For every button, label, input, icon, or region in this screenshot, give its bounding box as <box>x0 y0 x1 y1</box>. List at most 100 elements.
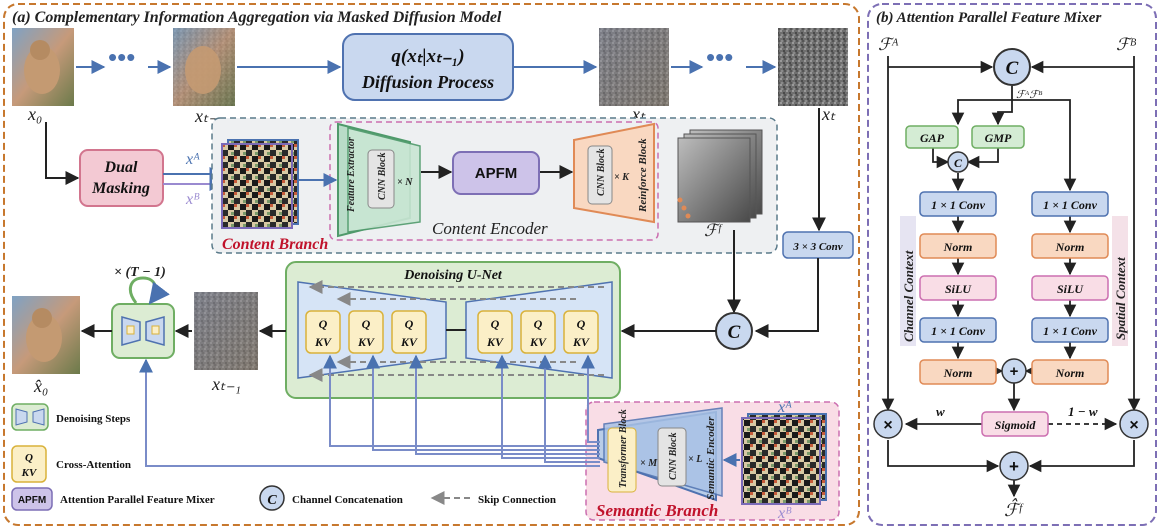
multiply-left-node: × <box>873 409 903 439</box>
times-m: × M <box>640 458 658 469</box>
apfm-label: APFM <box>475 165 518 182</box>
svg-text:Norm: Norm <box>1055 366 1085 380</box>
rb-cnn-label: CNN Block <box>596 149 607 197</box>
feature-output-stack <box>677 129 763 223</box>
semantic-encoder-label: Semantic Encoder <box>705 416 717 500</box>
qkv-block-1: Q KV <box>305 310 341 354</box>
svg-text:1 × 1 Conv: 1 × 1 Conv <box>931 324 986 338</box>
sem-label-xA: xᴬ <box>777 399 792 416</box>
mixer-fafb-label: ℱᴬℱᴮ <box>1016 89 1043 101</box>
semantic-masked-stack <box>741 413 827 505</box>
feature-out-label: ℱᶠ <box>704 221 723 240</box>
qkv-block-2: Q KV <box>348 310 384 354</box>
svg-text:1 × 1 Conv: 1 × 1 Conv <box>1043 198 1098 212</box>
image-x0 <box>12 28 74 106</box>
mixer-lines <box>881 56 1141 498</box>
image-x0-hat <box>12 296 80 374</box>
gap-box: GAP <box>905 125 959 149</box>
concat-symbol: C <box>728 322 741 343</box>
content-encoder-label: Content Encoder <box>432 219 548 238</box>
final-plus-node: + <box>999 451 1029 481</box>
mixer-concat-node: C <box>993 48 1031 86</box>
qkv-block-3: Q KV <box>391 310 427 354</box>
spatial-norm1: Norm <box>1031 233 1109 259</box>
diffusion-process-label: Diffusion Process <box>361 72 494 92</box>
legend-denoising-label: Denoising Steps <box>56 413 131 425</box>
label-xB: xᴮ <box>185 191 200 208</box>
svg-text:1 × 1 Conv: 1 × 1 Conv <box>1043 324 1098 338</box>
sem-cnn-label: CNN Block <box>668 433 679 481</box>
label-xA: xᴬ <box>185 151 200 168</box>
dual-masking-line2: Masking <box>91 180 150 197</box>
svg-text:SiLU: SiLU <box>945 282 972 296</box>
channel-silu: SiLU <box>919 275 997 301</box>
qkv-block-4: Q KV <box>477 310 513 354</box>
channel-conv2: 1 × 1 Conv <box>919 317 997 343</box>
feature-extractor: Feature Extractor CNN Block × N <box>337 122 421 238</box>
gmp-box: GMP <box>971 125 1025 149</box>
image-xT1 <box>194 292 258 370</box>
diffusion-process-box: q(xₜ|xₜ₋₁) Diffusion Process <box>342 33 514 101</box>
apfm-box: APFM <box>452 151 540 195</box>
svg-text:×: × <box>1129 417 1138 434</box>
semantic-branch-label: Semantic Branch <box>596 501 718 520</box>
spatial-context-bg <box>1112 216 1128 346</box>
svg-text:Q: Q <box>25 452 33 464</box>
weight-w: w <box>936 404 945 419</box>
conv3x3-box: 3 × 3 Conv <box>782 231 854 259</box>
legend-concat: C Channel Concatenation <box>259 485 403 511</box>
rb-times-k: × K <box>614 172 630 183</box>
multiply-right-node: × <box>1119 409 1149 439</box>
qkv-block-6: Q KV <box>563 310 599 354</box>
svg-text:Q: Q <box>534 317 543 331</box>
label-x0-hat: x̂₀ <box>33 376 48 396</box>
svg-text:GMP: GMP <box>985 131 1012 145</box>
legend-cross-attention: Q KV Cross-Attention <box>11 445 131 483</box>
mixer-plus-node: + <box>1001 358 1027 384</box>
svg-text:KV: KV <box>400 335 418 349</box>
label-xT: xₜ <box>821 104 836 124</box>
arrow-conv-concat <box>754 258 819 338</box>
legend-cross-attention-label: Cross-Attention <box>56 459 131 471</box>
svg-text:KV: KV <box>572 335 590 349</box>
svg-text:C: C <box>954 156 963 170</box>
weight-one-minus-w: 1 − w <box>1068 404 1098 419</box>
legend-concat-label: Channel Concatenation <box>292 494 403 506</box>
svg-text:Norm: Norm <box>1055 240 1085 254</box>
diffusion-q-label: q(xₜ|xₜ₋₁) <box>391 46 464 67</box>
image-xT <box>778 28 848 106</box>
semantic-encoder: Transformer Block × M CNN Block × L Sema… <box>597 407 723 502</box>
spatial-conv1: 1 × 1 Conv <box>1031 191 1109 217</box>
svg-text:GAP: GAP <box>920 131 945 145</box>
dots-left: ••• <box>108 42 135 72</box>
dual-masking-box: Dual Masking <box>79 149 164 207</box>
channel-norm2: Norm <box>919 359 997 385</box>
label-xT1: xₜ₋₁ <box>211 374 241 394</box>
svg-text:SiLU: SiLU <box>1057 282 1084 296</box>
denoising-step-icon <box>111 303 175 359</box>
spatial-silu: SiLU <box>1031 275 1109 301</box>
feature-extractor-label: Feature Extractor <box>346 137 357 213</box>
svg-text:Q: Q <box>362 317 371 331</box>
svg-text:Q: Q <box>319 317 328 331</box>
svg-text:Q: Q <box>491 317 500 331</box>
mixer-fb: ℱᴮ <box>1116 35 1137 54</box>
mixer-output-label: ℱ̂ᶠ <box>1004 498 1024 520</box>
reinforce-block: CNN Block × K Reinforce Block <box>573 122 655 224</box>
channel-context-label: Channel Context <box>901 250 916 342</box>
svg-text:×: × <box>883 417 892 434</box>
content-branch-label: Content Branch <box>222 236 328 253</box>
panel-a-border <box>3 3 860 526</box>
spatial-conv2: 1 × 1 Conv <box>1031 317 1109 343</box>
legend-apfm: APFM Attention Parallel Feature Mixer <box>11 487 215 511</box>
transformer-label: Transformer Block <box>618 409 629 488</box>
svg-text:C: C <box>1006 58 1019 79</box>
unet-title: Denoising U-Net <box>403 268 503 283</box>
mixer-fa: ℱᴬ <box>878 35 898 54</box>
svg-text:Q: Q <box>577 317 586 331</box>
masked-image-stack <box>221 139 299 229</box>
dots-right: ••• <box>706 42 733 72</box>
panel-b-title: (b) Attention Parallel Feature Mixer <box>876 10 1101 26</box>
concat-node: C <box>715 312 753 350</box>
